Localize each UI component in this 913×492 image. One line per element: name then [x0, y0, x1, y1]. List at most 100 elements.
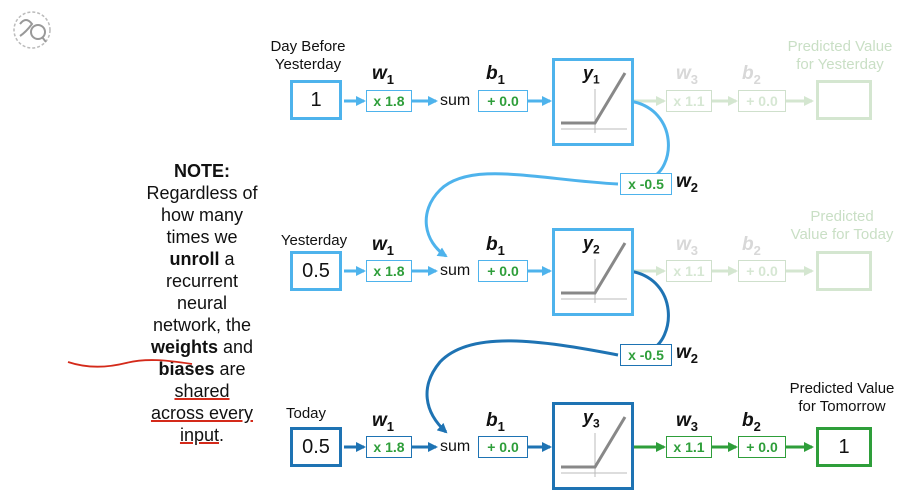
row3-w3-value: x 1.1: [673, 439, 705, 455]
row2-b1-box: + 0.0: [478, 260, 528, 282]
row3-w1-value: x 1.8: [373, 439, 405, 455]
row3-input-label: Today: [266, 405, 346, 423]
feedback-1-top: [629, 99, 670, 180]
row1-w1-label: w1: [372, 63, 394, 87]
row3-activation-box: y3: [552, 402, 634, 490]
relu-icon: [561, 242, 627, 303]
row2-w3-value: x 1.1: [673, 263, 705, 279]
note-text: NOTE: Regardless of how many times we un…: [146, 160, 258, 446]
row3-w1-label: w1: [372, 410, 394, 434]
feedback1-w2-value: x -0.5: [628, 176, 664, 192]
feedback1-w2-label: w2: [676, 171, 698, 195]
row3-w1-box: x 1.8: [366, 436, 412, 458]
row1-b1-value: + 0.0: [487, 93, 519, 109]
row1-output-box: [816, 80, 872, 120]
row2-sum: sum: [440, 262, 471, 279]
row2-input-box: 0.5: [290, 251, 342, 291]
feedback-2-bottom: [425, 339, 619, 434]
row3-input-value: 0.5: [302, 435, 330, 458]
row1-b1-label-sub: 1: [497, 71, 505, 87]
row1-b2-box: + 0.0: [738, 90, 786, 112]
relu-icon: [561, 72, 627, 133]
feedback2-w2-label: w2: [676, 342, 698, 366]
feedback1-w2-box: x -0.5: [620, 173, 672, 195]
row1-output-label-line2: for Yesterday: [796, 56, 884, 73]
statquest-logo-icon: [13, 11, 51, 49]
row2-b2-label-text: b: [742, 234, 754, 255]
red-squiggle-annotation: [67, 359, 193, 368]
note-bold-note: NOTE:: [174, 161, 230, 181]
row2-input-label-line1: Yesterday: [280, 232, 348, 249]
row2-w3-label-text: w: [676, 234, 691, 255]
row2-activation-box: y2: [552, 228, 634, 316]
row2-input-label: Yesterday: [264, 232, 364, 250]
row3-y-label: y3: [583, 407, 600, 431]
row2-b1-label: b1: [486, 234, 505, 258]
row2-b1-value: + 0.0: [487, 263, 519, 279]
row1-input-box: 1: [290, 80, 342, 120]
row3-output-box: 1: [816, 427, 872, 467]
feedback-2-top: [629, 269, 670, 352]
row3-output-label: Predicted Value for Tomorrow: [772, 380, 912, 416]
row2-w3-label-sub: 3: [690, 242, 699, 258]
row1-b2-label: b2: [742, 63, 761, 87]
row2-w3-label: w3: [676, 234, 698, 258]
row2-b1-label-text: b: [486, 234, 498, 255]
note-bold-biases: biases: [158, 359, 215, 379]
row3-input-label-line1: Today: [285, 405, 327, 422]
row1-y-label-text: y: [583, 63, 594, 83]
feedback1-w2-label-sub: 2: [690, 179, 699, 195]
row1-w3-value: x 1.1: [673, 93, 705, 109]
row3-b1-label: b1: [486, 410, 505, 434]
row1-b2-label-sub: 2: [753, 71, 761, 87]
note-span-5: .: [219, 425, 225, 445]
row3-b1-box: + 0.0: [478, 436, 528, 458]
row1-input-label: Day Before Yesterday: [258, 38, 358, 74]
row2-w1-label-sub: 1: [386, 242, 395, 258]
note-span-2: a recurrent neural network, the: [152, 249, 252, 335]
row3-b1-label-text: b: [486, 410, 498, 431]
row2-output-label: Predicted Value for Today: [772, 208, 912, 244]
row1-w3-label: w3: [676, 63, 698, 87]
row3-b2-box: + 0.0: [738, 436, 786, 458]
row3-b2-value: + 0.0: [746, 439, 778, 455]
row1-w1-value: x 1.8: [373, 93, 405, 109]
note-span-4: are: [214, 359, 246, 379]
note-span-3: and: [217, 337, 254, 357]
row1-w1-box: x 1.8: [366, 90, 412, 112]
row2-b1-label-sub: 1: [497, 242, 505, 258]
row2-input-value: 0.5: [302, 259, 330, 282]
row2-output-box: [816, 251, 872, 291]
row2-w1-box: x 1.8: [366, 260, 412, 282]
row1-activation-box: y1: [552, 58, 634, 146]
feedback1-w2-label-text: w: [676, 171, 691, 192]
note-underlined: shared across every input: [150, 381, 254, 445]
row3-y-label-sub: 3: [593, 416, 600, 431]
feedback2-w2-box: x -0.5: [620, 344, 672, 366]
row2-w3-box: x 1.1: [666, 260, 712, 282]
feedback2-w2-value: x -0.5: [628, 347, 664, 363]
relu-icon: [561, 416, 627, 477]
row1-input-label-line2: Yesterday: [274, 56, 342, 73]
row2-w1-label-text: w: [372, 234, 387, 255]
row2-y-label-sub: 2: [593, 242, 600, 257]
row1-output-label: Predicted Value for Yesterday: [770, 38, 910, 74]
row2-y-label-text: y: [583, 233, 594, 253]
row1-b1-label-text: b: [486, 63, 498, 84]
feedback2-w2-label-text: w: [676, 342, 691, 363]
row2-y-label: y2: [583, 233, 600, 257]
feedback2-w2-label-sub: 2: [690, 350, 699, 366]
note-bold-unroll: unroll: [169, 249, 220, 269]
note-span-1: Regardless of how many times we: [146, 183, 258, 247]
row1-b2-value: + 0.0: [746, 93, 778, 109]
row1-input-label-line1: Day Before: [270, 38, 346, 55]
row3-w3-label: w3: [676, 410, 698, 434]
row3-b2-label-sub: 2: [753, 418, 761, 434]
row1-w1-label-sub: 1: [386, 71, 395, 87]
row3-w1-label-text: w: [372, 410, 387, 431]
row1-y-label-sub: 1: [593, 72, 600, 87]
row1-w3-box: x 1.1: [666, 90, 712, 112]
row1-w3-label-sub: 3: [690, 71, 699, 87]
note-bold-weights: weights: [150, 337, 218, 357]
row1-sum: sum: [440, 92, 471, 109]
